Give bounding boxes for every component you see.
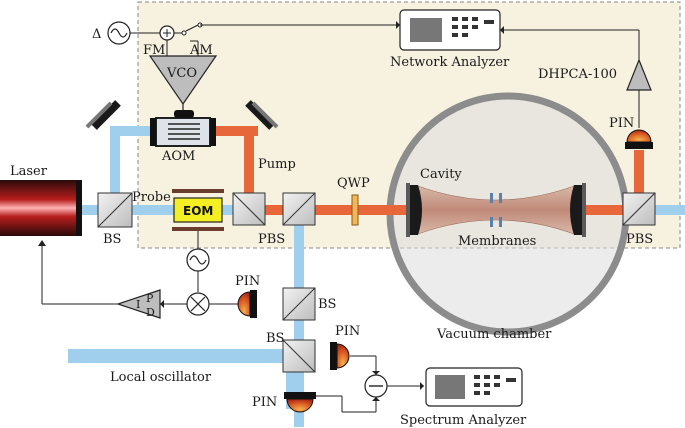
cavity-mirror-left: [410, 185, 422, 235]
pid-d-label: D: [146, 306, 155, 319]
network-analyzer: [399, 9, 501, 51]
delta-label: Δ: [92, 27, 101, 42]
cavity-mirror-right-back: [582, 183, 586, 237]
mirror-top-right: [245, 100, 279, 130]
pbs-mid-label: PBS: [258, 232, 285, 247]
laser-label: Laser: [10, 164, 48, 179]
pid-i-label: I: [136, 298, 140, 311]
pid-controller: [116, 289, 161, 319]
photodiode-lo-bottom: [284, 392, 316, 413]
cavity-label: Cavity: [420, 167, 462, 182]
pump-label: Pump: [258, 157, 296, 172]
mirror-top-left: [85, 100, 121, 130]
aom-label: AOM: [161, 149, 195, 164]
cavity-mirror-right: [570, 185, 582, 235]
dhpca-label: DHPCA-100: [538, 67, 617, 82]
am-label: AM: [189, 43, 213, 58]
bs-lo-label: BS: [266, 331, 284, 346]
pin-lo-bottom-label: PIN: [252, 395, 277, 410]
aom: [150, 110, 216, 147]
qwp-label: QWP: [337, 176, 370, 191]
spectrum-analyzer-label: Spectrum Analyzer: [400, 413, 527, 428]
pin-mid-label: PIN: [235, 274, 260, 289]
membranes-label: Membranes: [458, 234, 536, 249]
network-analyzer-label: Network Analyzer: [390, 55, 510, 70]
quarter-wave-plate: [351, 194, 359, 226]
bs-mid-label: BS: [318, 297, 336, 312]
vacuum-chamber-label: Vacuum chamber: [436, 327, 552, 342]
eom-label: EOM: [183, 204, 213, 218]
photodiode-lo-right: [330, 342, 350, 370]
vco-label: VCO: [166, 66, 197, 81]
laser-aperture: [76, 180, 82, 236]
pin-top-label: PIN: [609, 116, 634, 131]
membranes: [490, 193, 502, 227]
pin-lo-right-label: PIN: [335, 324, 360, 339]
bs-left-label: BS: [103, 232, 121, 247]
vco-block: [148, 55, 218, 106]
laser-body: [0, 180, 76, 236]
eom: [172, 189, 224, 231]
pump-beam-paths: [210, 126, 644, 215]
fm-label: FM: [143, 43, 165, 58]
photodiode-top: [625, 129, 653, 149]
photodiode-mid: [237, 290, 257, 318]
probe-label: Probe: [132, 190, 171, 205]
pbs-right-label: PBS: [626, 232, 653, 247]
spectrum-analyzer: [425, 367, 523, 407]
local-oscillator-label: Local oscillator: [110, 370, 212, 385]
cavity-mirror-left-back: [406, 183, 410, 237]
pid-p-label: P: [146, 292, 154, 305]
